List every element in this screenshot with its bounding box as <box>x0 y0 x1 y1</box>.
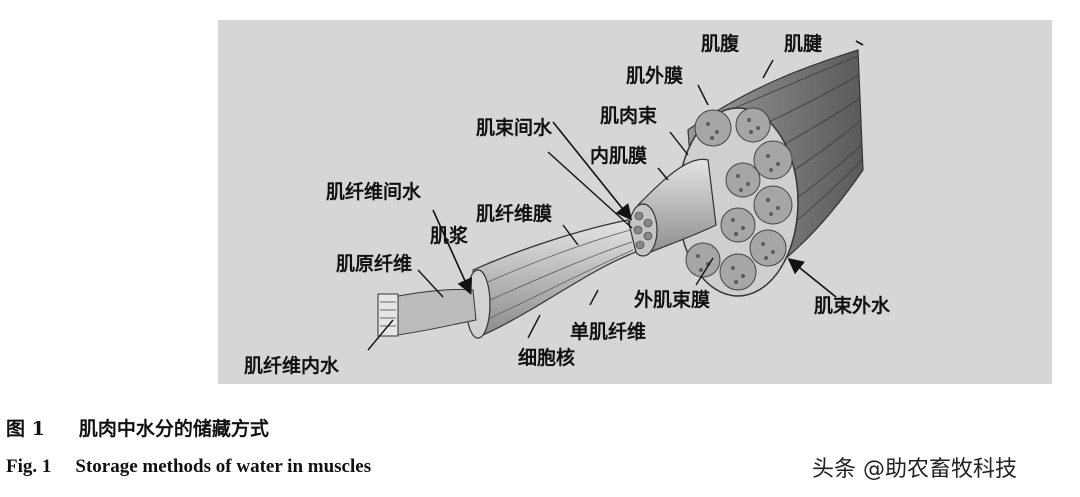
caption-en-number: Fig. 1 <box>6 456 52 477</box>
fascicle-bundles <box>685 107 793 291</box>
caption-english: Fig. 1 Storage methods of water in muscle… <box>6 456 371 478</box>
label-muscle-belly: 肌腹 <box>701 32 740 55</box>
label-endomysium: 内肌膜 <box>590 144 647 167</box>
label-interfascicular-water: 肌束间水 <box>476 117 553 139</box>
label-epimysium: 肌外膜 <box>626 64 683 87</box>
label-nucleus: 细胞核 <box>518 346 575 369</box>
myofibril-shape <box>387 288 477 337</box>
label-sarcoplasm: 肌浆 <box>430 224 469 247</box>
fascicle-dots <box>696 118 780 284</box>
muscle-diagram: 肌腹 肌腱 肌外膜 肌肉束 肌束间水 内肌膜 肌纤维间水 肌纤维膜 肌浆 肌原纤… <box>218 20 1052 384</box>
label-single-fiber: 单肌纤维 <box>570 320 646 343</box>
label-perimysium: 外肌束膜 <box>634 288 710 311</box>
label-extrafascicular-water: 肌束外水 <box>814 294 891 317</box>
watermark: 头条 @助农畜牧科技 <box>812 457 1017 482</box>
caption-cn-number: 图 1 <box>6 418 45 440</box>
label-fascicle: 肌肉束 <box>600 104 658 127</box>
label-intrafiber-water: 肌纤维内水 <box>244 354 340 377</box>
single-fiber-shape <box>472 219 637 336</box>
myofibril-end <box>377 293 399 337</box>
caption-cn-text: 肌肉中水分的储藏方式 <box>78 418 269 440</box>
label-interfiber-water: 肌纤维间水 <box>326 180 422 203</box>
caption-chinese: 图 1 肌肉中水分的储藏方式 <box>6 414 269 441</box>
label-sarcolemma: 肌纤维膜 <box>476 202 552 225</box>
label-myofibril: 肌原纤维 <box>336 252 412 275</box>
caption-en-text: Storage methods of water in muscles <box>75 456 372 477</box>
label-tendon: 肌腱 <box>784 33 822 55</box>
